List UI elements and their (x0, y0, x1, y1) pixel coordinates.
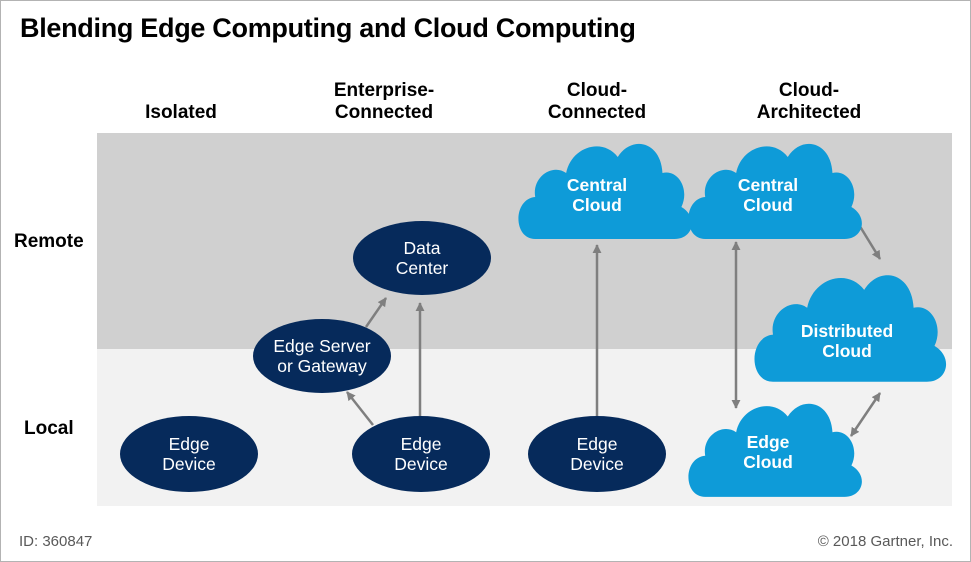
enterprise-edge-device-shape (352, 416, 490, 492)
node-label-line2: Device (394, 454, 448, 474)
enterprise-data-center-shape (353, 221, 491, 295)
architected-distributed-cloud-label: Distributed Cloud (782, 321, 912, 361)
node-label-line2: Cloud (822, 341, 872, 361)
node-label-line2: Cloud (572, 195, 622, 215)
row-label-remote: Remote (14, 231, 84, 252)
column-header-isolated: Isolated (96, 80, 266, 124)
copyright: © 2018 Gartner, Inc. (817, 533, 953, 550)
node-label-line1: Data (403, 238, 441, 258)
node-label-line1: Central (737, 175, 799, 195)
column-header-line2: Connected (547, 102, 647, 123)
column-header-line1: Cloud- (778, 80, 840, 101)
node-label-line1: Edge (576, 434, 618, 454)
column-header-line1: Enterprise- (333, 80, 435, 101)
isolated-edge-device-shape (120, 416, 258, 492)
node-label-line2: Device (570, 454, 624, 474)
enterprise-edge-device-label: Edge Device (361, 434, 481, 474)
architected-central-cloud-label: Central Cloud (708, 175, 828, 215)
architected-edge-cloud-label: Edge Cloud (708, 432, 828, 472)
column-header-line2: Isolated (145, 102, 217, 123)
cloud-connected-edge-device-label: Edge Device (537, 434, 657, 474)
column-header-line1: Cloud- (566, 80, 628, 101)
figure-title: Blending Edge Computing and Cloud Comput… (20, 13, 636, 43)
node-label-line2: or Gateway (277, 356, 367, 376)
node-label-line1: Central (566, 175, 628, 195)
node-label-line1: Edge (400, 434, 442, 454)
node-label-line2: Device (162, 454, 216, 474)
cloud-connected-central-cloud-label: Central Cloud (537, 175, 657, 215)
row-label-local: Local (24, 418, 74, 439)
column-header-line2: Architected (756, 102, 862, 123)
cloud-connected-edge-device-shape (528, 416, 666, 492)
node-label-line1: Edge Server (273, 336, 371, 356)
arrow-edge-server-to-data-center (364, 297, 388, 328)
node-label-line1: Edge (168, 434, 210, 454)
isolated-edge-device-label: Edge Device (129, 434, 249, 474)
column-header-cloud-architected: Cloud- Architected (724, 80, 894, 124)
column-header-enterprise-connected: Enterprise- Connected (299, 80, 469, 124)
arrow-distributed-cloud-edge-cloud (849, 392, 882, 437)
node-label-line2: Cloud (743, 195, 793, 215)
figure-id: ID: 360847 (19, 533, 93, 550)
node-label-line1: Distributed (800, 321, 894, 341)
node-label-line2: Center (395, 258, 449, 278)
enterprise-edge-server-shape (253, 319, 391, 393)
node-label-line2: Cloud (743, 452, 793, 472)
node-label-line1: Edge (746, 432, 790, 452)
enterprise-edge-server-label: Edge Server or Gateway (257, 336, 387, 376)
column-header-cloud-connected: Cloud- Connected (512, 80, 682, 124)
column-header-line2: Connected (334, 102, 434, 123)
arrow-edge-device-to-edge-server (346, 391, 374, 426)
enterprise-data-center-label: Data Center (362, 238, 482, 278)
